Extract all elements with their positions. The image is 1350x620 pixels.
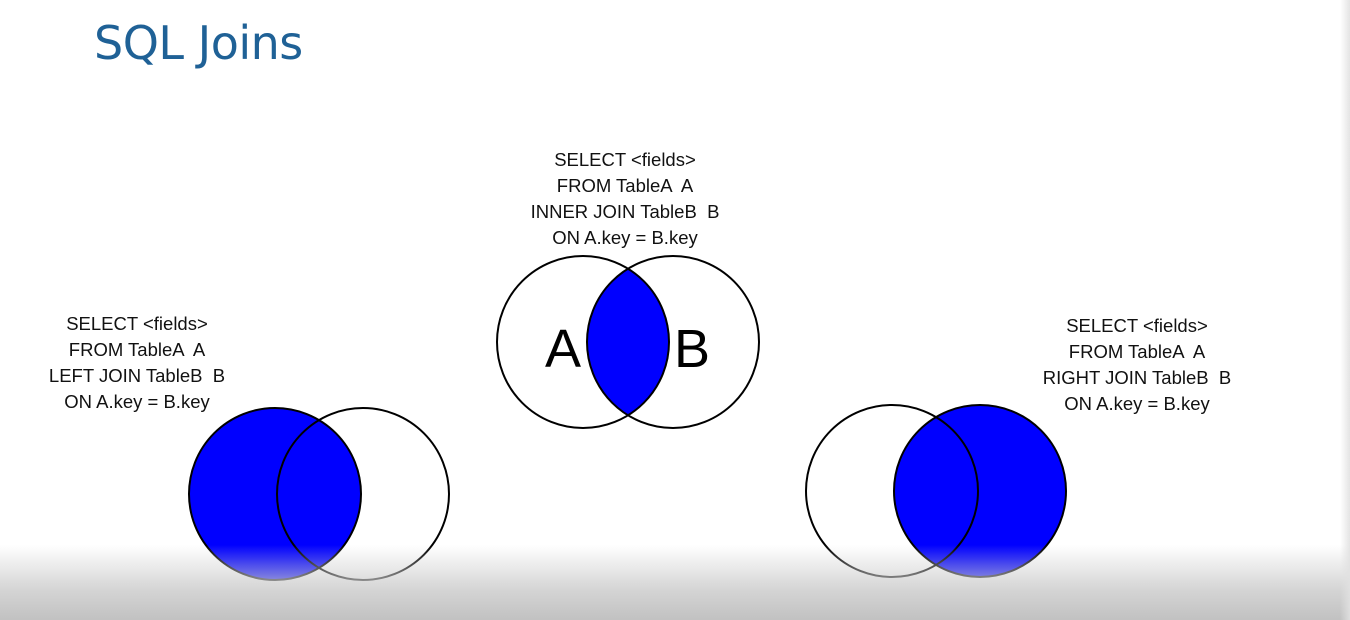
left-join-query: SELECT <fields> FROM TableA A LEFT JOIN … [0,311,287,415]
query-line: SELECT <fields> [66,313,208,334]
inner-join-venn: A B [496,255,760,429]
left-join-venn [188,407,450,581]
query-line: RIGHT JOIN TableB B [1042,367,1232,388]
slide-title: SQL Joins [94,16,303,70]
query-line: ON A.key = B.key [1064,393,1210,414]
query-line: INNER JOIN TableB B [530,201,720,222]
inner-circle-b [586,255,760,429]
query-line: FROM TableA A [1068,341,1206,362]
query-line: FROM TableA A [556,175,694,196]
set-label-a: A [545,319,581,379]
inner-circle-a [496,255,670,429]
set-label-b: B [674,319,710,379]
inner-join-query: SELECT <fields> FROM TableA A INNER JOIN… [475,147,775,251]
inner-intersection-fill [587,256,669,428]
right-circle-b [893,404,1067,578]
query-line: ON A.key = B.key [552,227,698,248]
right-join-query: SELECT <fields> FROM TableA A RIGHT JOIN… [987,313,1287,417]
query-line: SELECT <fields> [1066,315,1208,336]
left-circle-a [188,407,362,581]
right-join-venn [805,404,1067,578]
query-line: FROM TableA A [68,339,206,360]
query-line: LEFT JOIN TableB B [48,365,226,386]
query-line: SELECT <fields> [554,149,696,170]
query-line: ON A.key = B.key [64,391,210,412]
